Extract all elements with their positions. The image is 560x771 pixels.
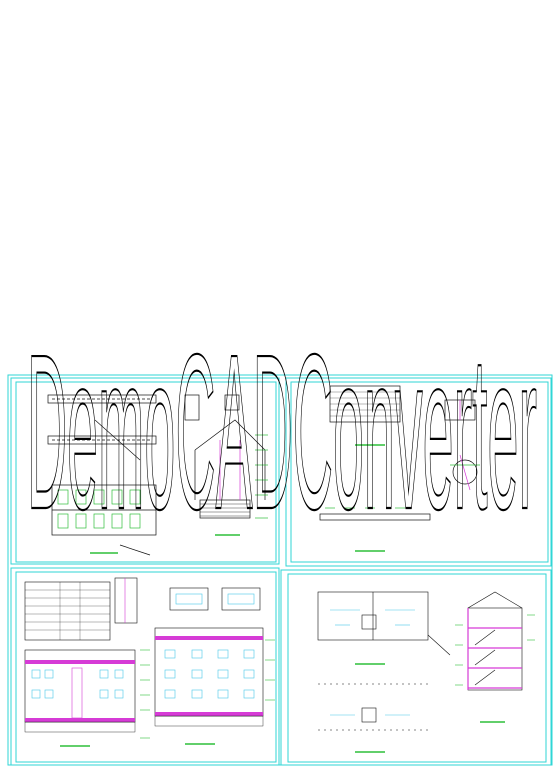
floor-plan-section-drawing: [317, 591, 535, 753]
stair-detail-drawing: [184, 394, 268, 536]
site-plan-drawing: [319, 385, 480, 552]
elevation-drawing: [24, 577, 275, 747]
drawing-frames: [7, 374, 553, 766]
roof-plan-drawing: [47, 394, 157, 556]
